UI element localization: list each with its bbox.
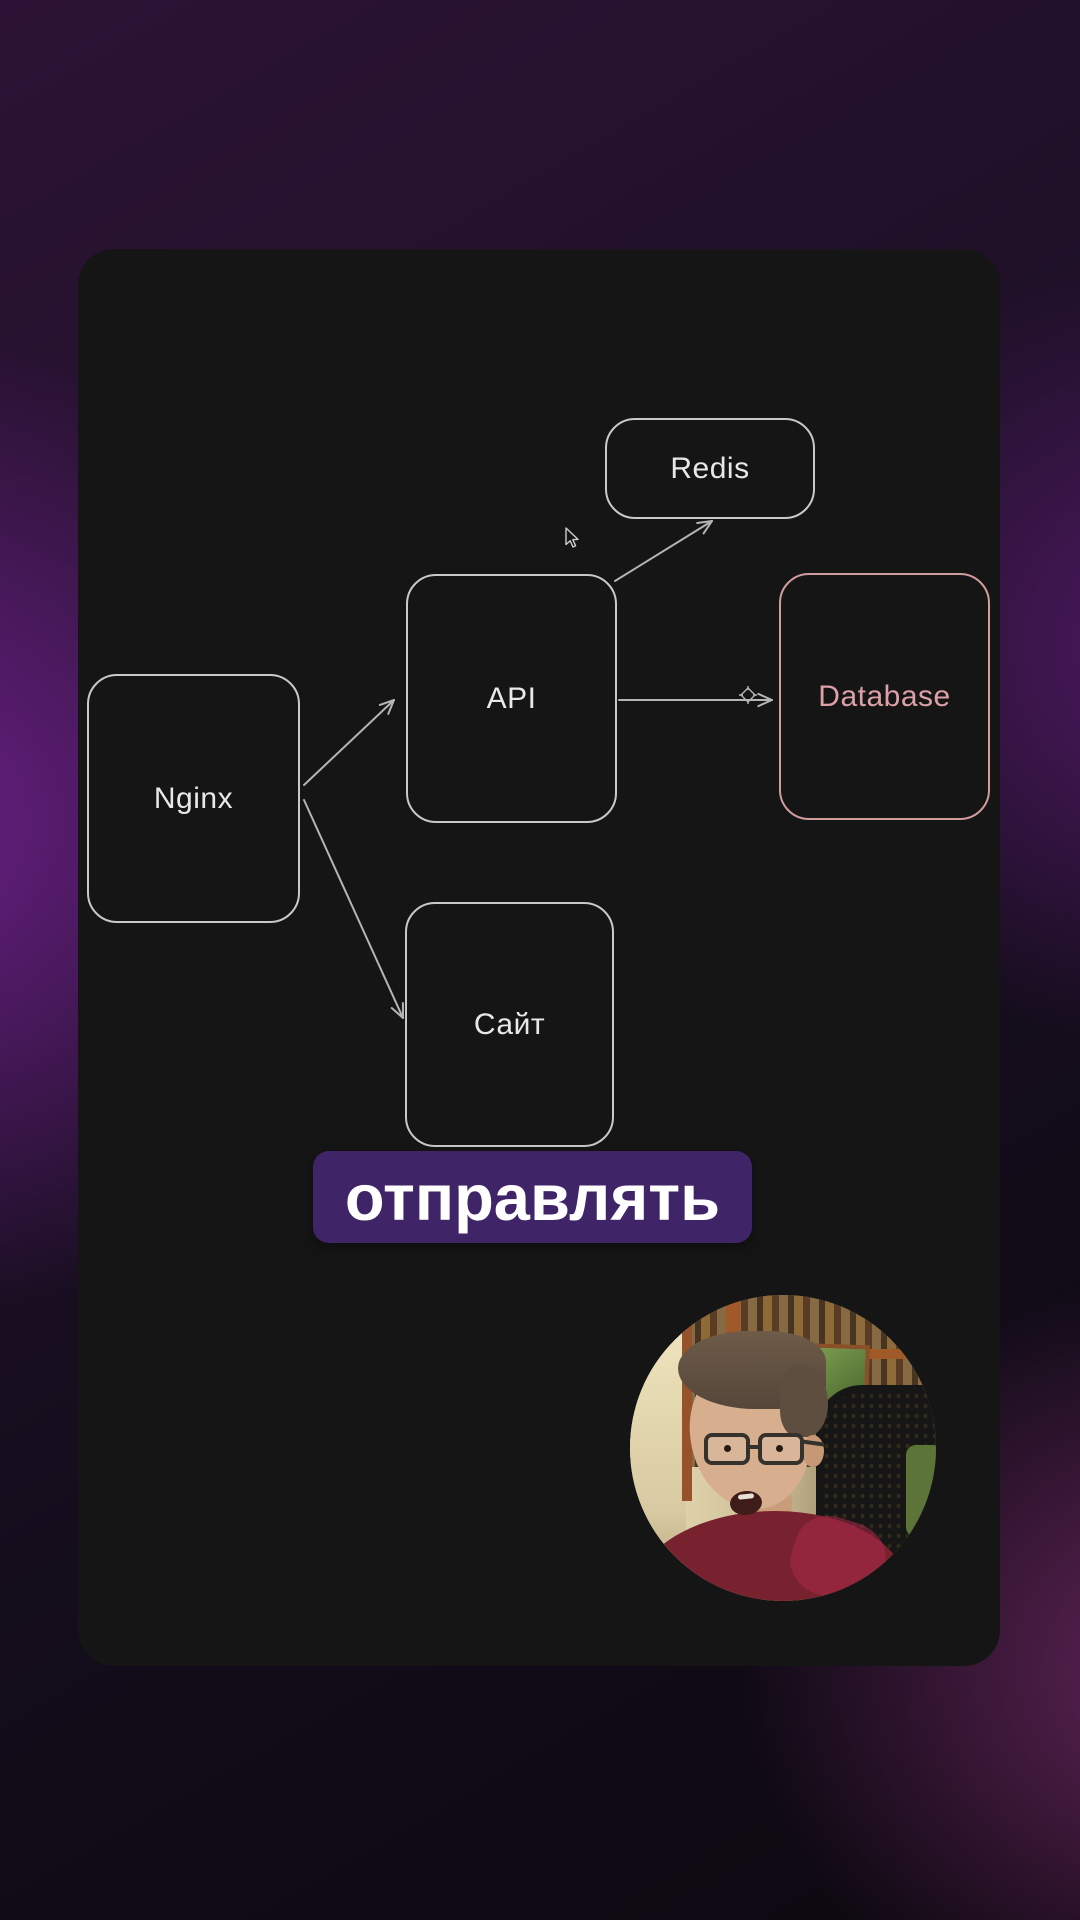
presenter-glasses-lens bbox=[758, 1433, 804, 1465]
subtitle-caption: отправлять bbox=[313, 1151, 752, 1243]
move-handle-icon[interactable] bbox=[738, 685, 758, 705]
presenter-hair bbox=[780, 1365, 828, 1437]
node-redis-label: Redis bbox=[670, 451, 750, 485]
node-site[interactable]: Сайт bbox=[405, 902, 614, 1147]
webcam-overlay bbox=[630, 1295, 936, 1601]
presenter-eye bbox=[724, 1445, 731, 1452]
diagram-edges[interactable] bbox=[78, 249, 1000, 1666]
mouse-cursor-icon bbox=[564, 527, 580, 549]
node-nginx[interactable]: Nginx bbox=[87, 674, 300, 923]
node-database[interactable]: Database bbox=[779, 573, 990, 820]
node-redis[interactable]: Redis bbox=[605, 418, 815, 519]
node-api-label: API bbox=[486, 681, 537, 715]
diagram-canvas[interactable]: Redis API Database Nginx Сайт отправлять bbox=[78, 249, 1000, 1666]
webcam-plant bbox=[906, 1445, 936, 1537]
node-site-label: Сайт bbox=[473, 1007, 546, 1041]
presenter-glasses-bridge bbox=[748, 1445, 760, 1449]
presenter-eye bbox=[776, 1445, 783, 1452]
node-api[interactable]: API bbox=[406, 574, 617, 823]
node-database-label: Database bbox=[818, 679, 951, 713]
node-nginx-label: Nginx bbox=[153, 781, 234, 815]
webcam-cabinet-frame bbox=[682, 1295, 692, 1501]
subtitle-text: отправлять bbox=[344, 1160, 721, 1234]
